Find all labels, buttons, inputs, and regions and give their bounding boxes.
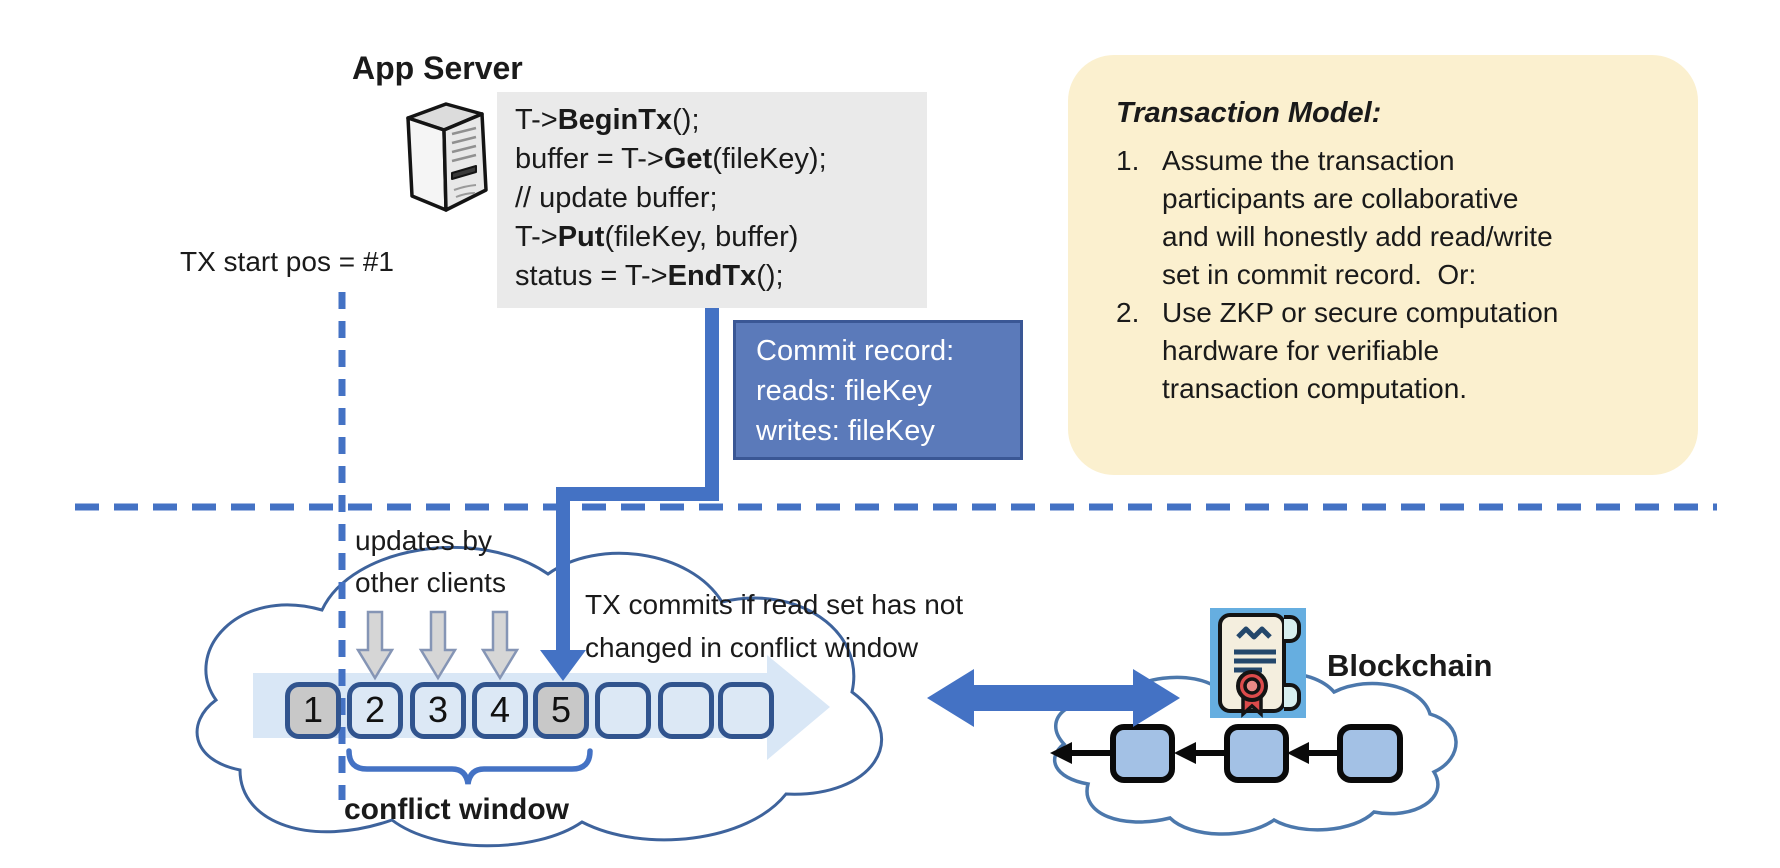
down-arrow-icon xyxy=(480,610,520,681)
timeline-block xyxy=(595,682,651,739)
chain-block xyxy=(1224,724,1289,783)
timeline-block: 5 xyxy=(533,682,589,739)
down-arrow-icon xyxy=(418,610,458,681)
sync-double-arrow-icon xyxy=(927,669,1180,727)
blockchain-cloud xyxy=(1052,670,1458,836)
timeline-block: 3 xyxy=(410,682,466,739)
code-lines: T->BeginTx();buffer = T->Get(fileKey);//… xyxy=(515,104,827,292)
timeline-block xyxy=(718,682,774,739)
transaction-model-title: Transaction Model: xyxy=(1116,97,1382,129)
update-arrow-icons xyxy=(355,610,520,681)
down-arrow-icon xyxy=(355,610,395,681)
timeline-block: 4 xyxy=(472,682,528,739)
certificate-icon xyxy=(1210,608,1306,718)
chain-link-arrows xyxy=(1050,742,1340,764)
timeline-block: 1 xyxy=(285,682,341,739)
blockchain-label: Blockchain xyxy=(1327,648,1493,683)
transaction-model-note: Transaction Model: 1.Assume the transact… xyxy=(1068,55,1698,475)
timeline-block: 2 xyxy=(347,682,403,739)
conflict-window-label: conflict window xyxy=(344,793,569,826)
chain-blocks xyxy=(1050,724,1403,783)
tx-start-pos-label: TX start pos = #1 xyxy=(180,246,394,277)
transaction-code-block: T->BeginTx();buffer = T->Get(fileKey);//… xyxy=(497,92,927,308)
chain-block xyxy=(1337,724,1403,783)
chain-block xyxy=(1110,724,1175,783)
app-server-label: App Server xyxy=(352,50,523,86)
timeline-block xyxy=(658,682,714,739)
conflict-window-brace xyxy=(346,748,593,785)
server-icon xyxy=(406,102,488,212)
